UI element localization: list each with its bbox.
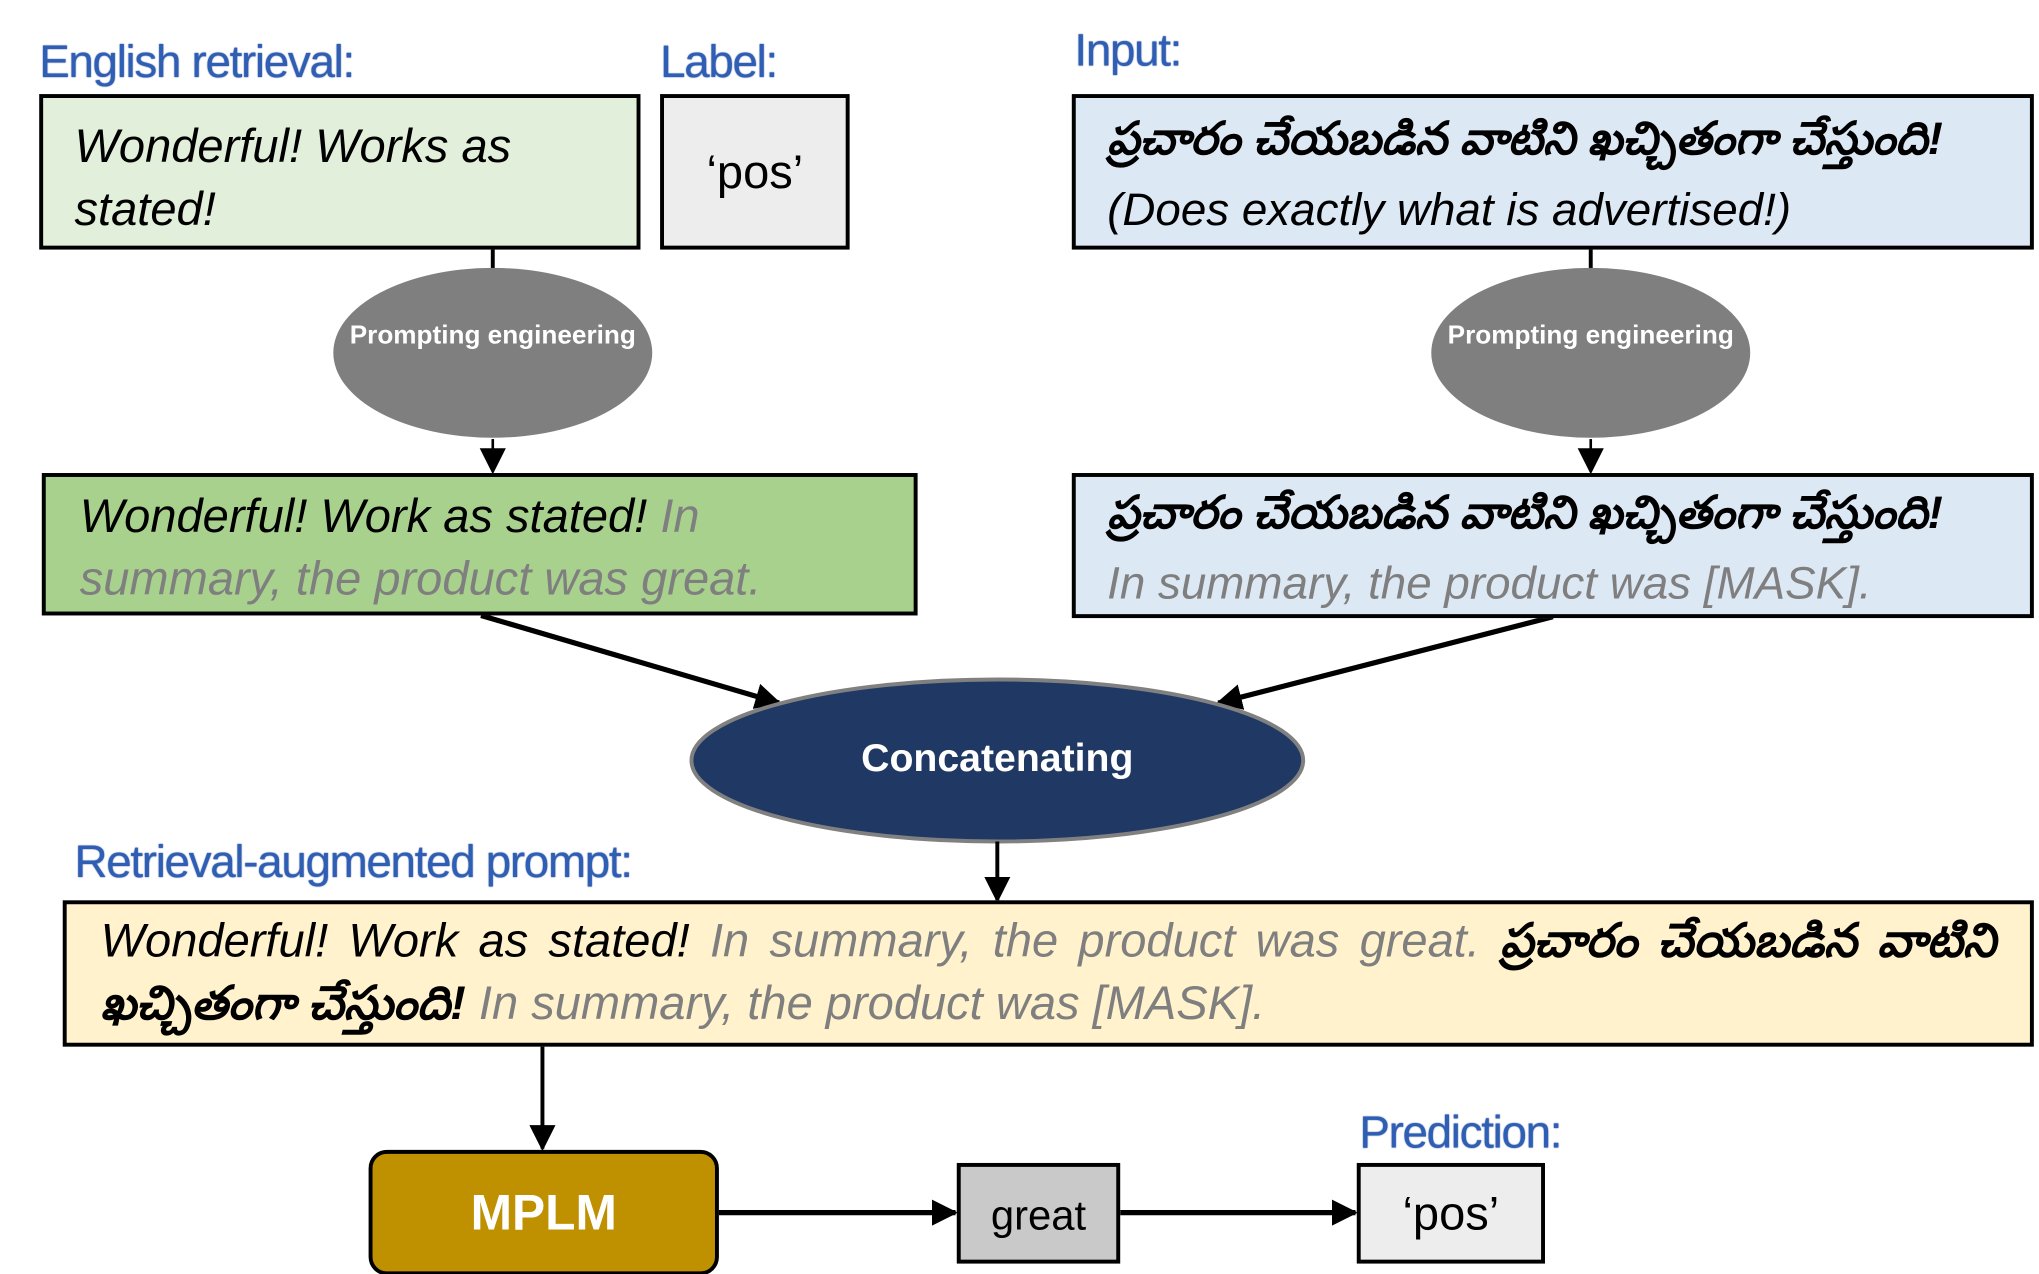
concat-label: Concatenating <box>861 736 1134 781</box>
prediction-box: ‘pos’ <box>1356 1162 1545 1264</box>
prompted-input-template: In summary, the product was [MASK]. <box>1107 557 1872 609</box>
output-word-box: great <box>956 1162 1121 1264</box>
prompting-label-right: Prompting engineering <box>1447 321 1734 351</box>
arrow-input-to-concat <box>1215 614 1554 710</box>
input-label: Input: <box>1074 24 1182 76</box>
english-retrieval-label: English retrieval: <box>39 36 355 88</box>
input-box: ప్రచారం చేయబడిన వాటిని ఖచ్చితంగా చేస్తుం… <box>1071 94 2034 250</box>
model-label: MPLM <box>470 1186 617 1242</box>
label-value: ‘pos’ <box>706 145 804 199</box>
mplm-box: MPLM <box>368 1149 719 1274</box>
prompting-label-left: Prompting engineering <box>349 321 636 351</box>
prompted-input-telugu: ప్రచారం చేయబడిన వాటిని ఖచ్చితంగా చేస్తుం… <box>1107 487 1943 539</box>
english-retrieval-box: Wonderful! Works as stated! <box>39 94 641 250</box>
input-translation: (Does exactly what is advertised!) <box>1107 184 1792 236</box>
augmented-prompt-box: Wonderful! Work as stated! In summary, t… <box>62 900 2034 1047</box>
augmented-part3: ప్రచారం చేయబడిన వాటిని ఖచ్చితంగా చేస్తుం… <box>100 913 1996 1030</box>
prediction-label: Prediction: <box>1359 1106 1562 1158</box>
prompted-english-template: In summary, the product was great. <box>79 488 762 606</box>
input-telugu: ప్రచారం చేయబడిన వాటిని ఖచ్చితంగా చేస్తుం… <box>1107 113 1943 165</box>
english-retrieval-text: Wonderful! Works as stated! <box>74 118 512 236</box>
label-heading: Label: <box>660 36 778 88</box>
prompting-node-left <box>333 267 653 438</box>
augmented-part1: Wonderful! Work as stated! <box>100 913 690 967</box>
output-word: great <box>990 1191 1087 1239</box>
prompting-node-right <box>1431 267 1751 438</box>
prompted-input-box: ప్రచారం చేయబడిన వాటిని ఖచ్చితంగా చేస్తుం… <box>1071 473 2034 619</box>
prediction-value: ‘pos’ <box>1402 1186 1500 1241</box>
prompted-english-text: Wonderful! Work as stated! <box>79 488 648 543</box>
augmented-part2: In summary, the product was great. <box>709 913 1480 967</box>
augmented-prompt-label: Retrieval-augmented prompt: <box>74 836 634 888</box>
label-box: ‘pos’ <box>660 94 850 250</box>
arrow-english-to-concat <box>480 612 782 709</box>
augmented-part4: In summary, the product was [MASK]. <box>478 976 1266 1030</box>
prompted-english-box: Wonderful! Work as stated! In summary, t… <box>41 473 918 616</box>
